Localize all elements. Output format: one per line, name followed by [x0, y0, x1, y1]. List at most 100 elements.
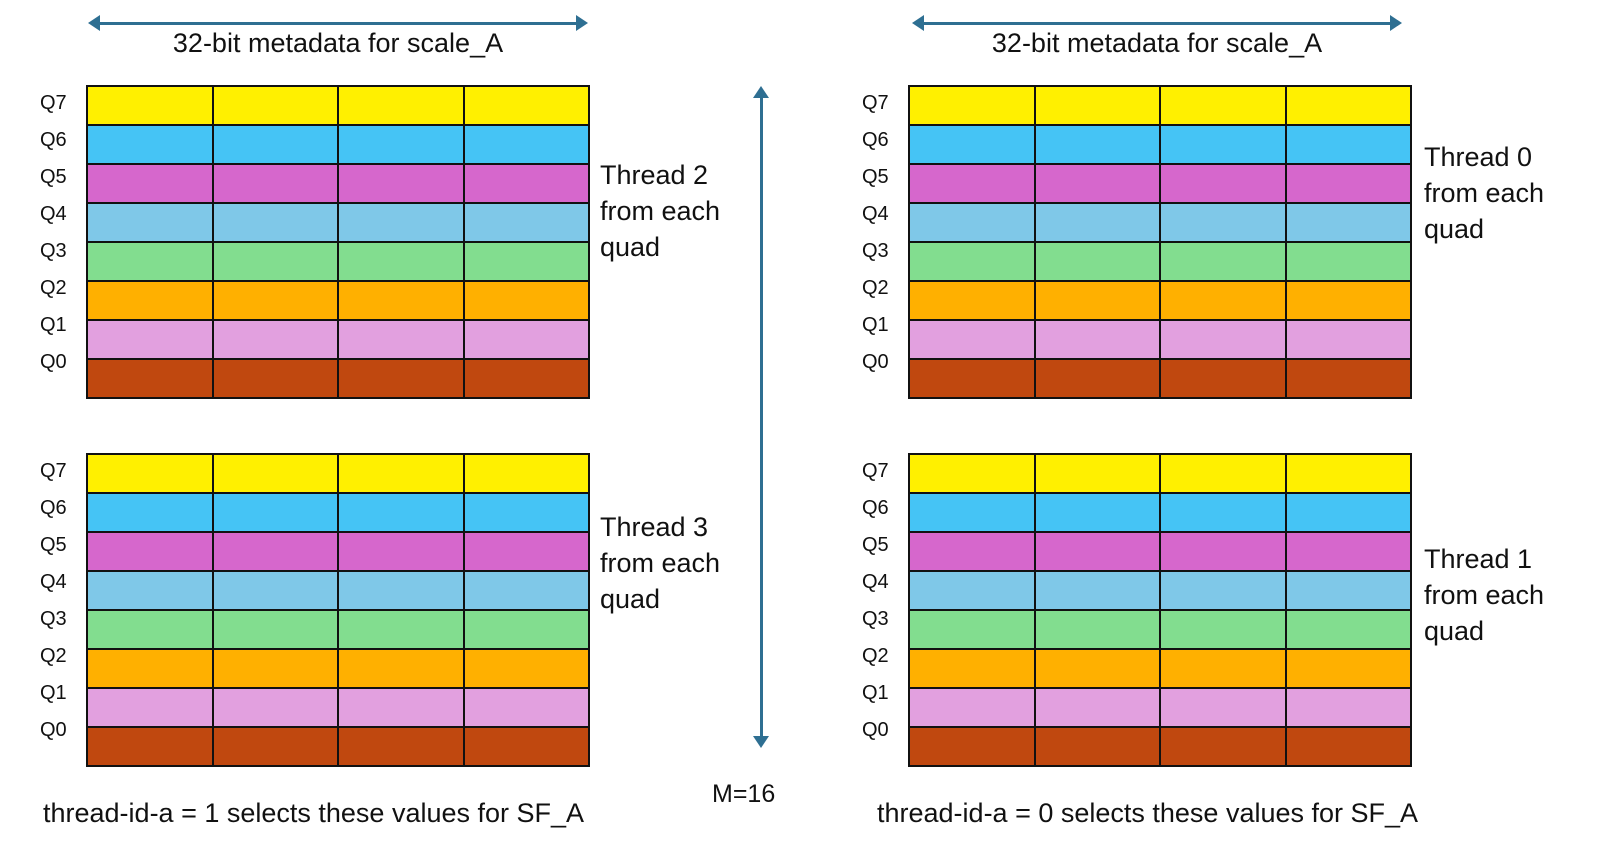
- quad-grid-bottom-right: Q7 Q6 Q5 Q4 Q3 Q2 Q1 Q0: [862, 453, 1412, 767]
- grid-cell-q0-c0: [908, 358, 1036, 399]
- thread-note-top-right: Thread 0 from each quad: [1424, 142, 1545, 244]
- row-label-q6: Q6: [40, 129, 67, 151]
- grid-row-q6: [86, 124, 590, 165]
- grid-cell-q3-c2: [337, 241, 465, 282]
- grid-cell-q2-c3: [462, 648, 590, 689]
- grid-cell-q4-c0: [908, 570, 1036, 611]
- grid-cell-q0-c3: [462, 726, 590, 767]
- grid-cell-q1-c1: [211, 687, 339, 728]
- grid-cell-q5-c2: [1159, 531, 1287, 572]
- grid-cell-q5-c0: [908, 531, 1036, 572]
- m-dimension-arrow: [750, 86, 772, 748]
- metadata-grid: [86, 85, 590, 399]
- metadata-span-arrow-right: [912, 12, 1402, 34]
- grid-row-q2: [86, 648, 590, 689]
- quad-grid-top-right: Q7 Q6 Q5 Q4 Q3 Q2 Q1 Q0: [862, 85, 1412, 399]
- grid-cell-q7-c0: [908, 85, 1036, 126]
- grid-row-q1: [86, 319, 590, 360]
- grid-cell-q6-c2: [337, 124, 465, 165]
- row-label-q6: Q6: [862, 497, 889, 519]
- grid-row-q1: [86, 687, 590, 728]
- metadata-grid: [908, 85, 1412, 399]
- grid-cell-q1-c3: [1284, 319, 1412, 360]
- row-label-q7: Q7: [40, 460, 67, 482]
- grid-cell-q3-c3: [1284, 609, 1412, 650]
- row-label-q6: Q6: [40, 497, 67, 519]
- grid-cell-q6-c1: [1033, 492, 1161, 533]
- grid-cell-q6-c3: [1284, 124, 1412, 165]
- grid-row-q4: [86, 202, 590, 243]
- grid-cell-q4-c2: [1159, 570, 1287, 611]
- grid-cell-q1-c3: [1284, 687, 1412, 728]
- grid-cell-q4-c1: [211, 202, 339, 243]
- grid-cell-q6-c3: [462, 492, 590, 533]
- grid-cell-q6-c2: [1159, 124, 1287, 165]
- row-label-column-bottom-right: Q7 Q6 Q5 Q4 Q3 Q2 Q1 Q0: [862, 453, 908, 749]
- row-label-q4: Q4: [40, 203, 67, 225]
- arrow-head-up-icon: [753, 86, 769, 98]
- grid-cell-q3-c3: [1284, 241, 1412, 282]
- grid-cell-q1-c1: [211, 319, 339, 360]
- grid-cell-q6-c3: [1284, 492, 1412, 533]
- metadata-label-right: 32-bit metadata for scale_A: [991, 28, 1323, 58]
- row-label-q2: Q2: [862, 645, 889, 667]
- grid-cell-q1-c0: [86, 319, 214, 360]
- metadata-grid: [86, 453, 590, 767]
- grid-row-q2: [908, 648, 1412, 689]
- grid-cell-q7-c2: [1159, 453, 1287, 494]
- row-label-q4: Q4: [862, 203, 889, 225]
- grid-row-q7: [86, 85, 590, 126]
- thread-note-top-left: Thread 2 from each quad: [600, 160, 721, 262]
- metadata-span-arrow-left: [88, 12, 588, 34]
- footer-label-right: thread-id-a = 0 selects these values for…: [877, 798, 1419, 828]
- grid-cell-q1-c2: [337, 687, 465, 728]
- grid-cell-q4-c2: [337, 570, 465, 611]
- grid-row-q1: [908, 687, 1412, 728]
- row-label-column-top-right: Q7 Q6 Q5 Q4 Q3 Q2 Q1 Q0: [862, 85, 908, 381]
- grid-cell-q0-c2: [1159, 726, 1287, 767]
- grid-cell-q4-c0: [86, 570, 214, 611]
- grid-cell-q5-c1: [211, 531, 339, 572]
- grid-cell-q7-c3: [1284, 453, 1412, 494]
- grid-row-q7: [908, 85, 1412, 126]
- grid-cell-q0-c0: [908, 726, 1036, 767]
- row-label-q5: Q5: [40, 534, 67, 556]
- grid-cell-q6-c0: [86, 492, 214, 533]
- grid-cell-q4-c1: [211, 570, 339, 611]
- grid-cell-q1-c3: [462, 687, 590, 728]
- row-label-q3: Q3: [862, 608, 889, 630]
- arrow-head-left-icon: [912, 15, 924, 31]
- grid-cell-q0-c3: [1284, 358, 1412, 399]
- row-label-q1: Q1: [40, 682, 67, 704]
- grid-cell-q3-c0: [86, 609, 214, 650]
- row-label-q4: Q4: [40, 571, 67, 593]
- footer-label-left: thread-id-a = 1 selects these values for…: [43, 798, 585, 828]
- grid-cell-q4-c1: [1033, 202, 1161, 243]
- grid-cell-q4-c2: [337, 202, 465, 243]
- grid-cell-q2-c3: [462, 280, 590, 321]
- row-label-q1: Q1: [40, 314, 67, 336]
- row-label-q0: Q0: [862, 719, 889, 741]
- grid-row-q6: [908, 492, 1412, 533]
- grid-cell-q0-c0: [86, 726, 214, 767]
- grid-row-q4: [86, 570, 590, 611]
- grid-cell-q2-c2: [1159, 280, 1287, 321]
- grid-cell-q2-c1: [1033, 648, 1161, 689]
- grid-cell-q7-c1: [1033, 85, 1161, 126]
- grid-row-q3: [908, 241, 1412, 282]
- grid-cell-q7-c3: [462, 453, 590, 494]
- grid-cell-q2-c1: [1033, 280, 1161, 321]
- grid-row-q0: [908, 358, 1412, 399]
- grid-cell-q5-c1: [211, 163, 339, 204]
- grid-row-q3: [908, 609, 1412, 650]
- grid-cell-q2-c0: [908, 280, 1036, 321]
- row-label-q5: Q5: [40, 166, 67, 188]
- grid-cell-q1-c2: [337, 319, 465, 360]
- grid-row-q5: [86, 163, 590, 204]
- grid-row-q3: [86, 241, 590, 282]
- grid-cell-q7-c2: [1159, 85, 1287, 126]
- arrow-head-right-icon: [576, 15, 588, 31]
- grid-cell-q7-c0: [86, 453, 214, 494]
- grid-cell-q6-c2: [1159, 492, 1287, 533]
- grid-cell-q2-c0: [86, 648, 214, 689]
